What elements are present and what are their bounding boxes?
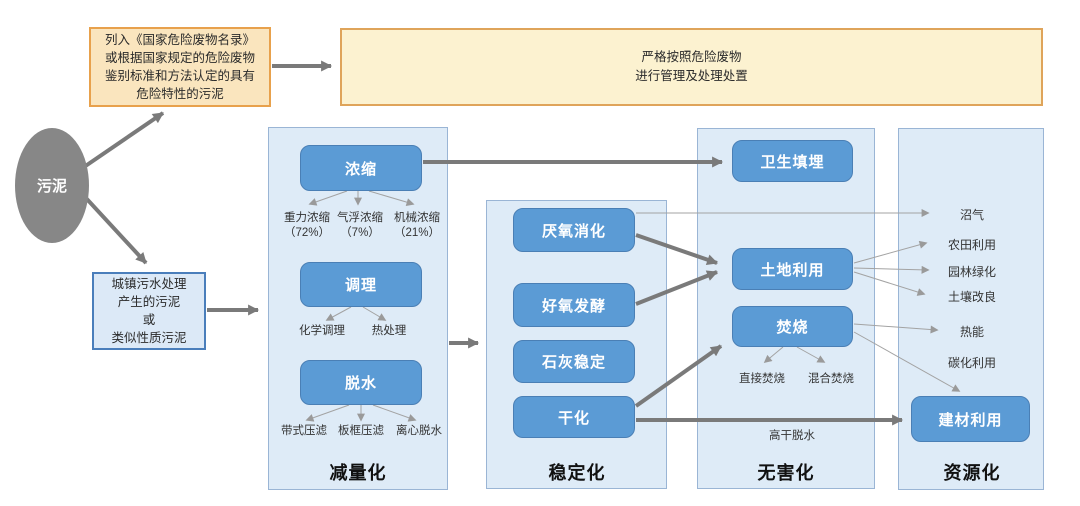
sub-mixed-incineration: 混合焚烧	[808, 373, 854, 385]
sludge-source-node: 污泥	[15, 128, 89, 243]
process-box-condition: 调理	[300, 262, 422, 307]
column-title-reduction: 减量化	[329, 463, 387, 483]
output-farmland-use: 农田利用	[947, 238, 996, 252]
sub-direct-incineration: 直接焚烧	[739, 373, 785, 385]
output-landscaping: 园林绿化	[947, 265, 996, 279]
process-box-lime-stabilization: 石灰稳定	[513, 340, 635, 383]
hazard-criteria-box: 列入《国家危险废物名录》 或根据国家规定的危险废物 鉴别标准和方法认定的具有 危…	[89, 27, 271, 107]
drying-label: 干化	[557, 409, 590, 427]
municipal-sludge-text: 城镇污水处理 产生的污泥 或 类似性质污泥	[111, 276, 187, 346]
hazard-action-box: 严格按照危险废物 进行管理及处理处置	[340, 28, 1043, 106]
concentrate-label: 浓缩	[344, 160, 377, 178]
sub-gravity-concentrate: 重力浓缩 （72%）	[283, 212, 331, 239]
incineration-label: 焚烧	[776, 319, 809, 336]
process-box-drying: 干化	[513, 396, 635, 438]
output-carbonization-use: 碳化利用	[947, 356, 996, 370]
column-title-resource: 资源化	[943, 463, 1001, 483]
sub-belt-press: 带式压滤	[281, 425, 327, 437]
aerobic-fermentation-label: 好氧发酵	[541, 297, 606, 315]
condition-label: 调理	[344, 277, 377, 294]
process-box-land-use: 土地利用	[732, 248, 853, 290]
sub-chemical-condition: 化学调理	[299, 325, 345, 337]
process-box-aerobic-fermentation: 好氧发酵	[513, 283, 635, 327]
output-biogas: 沼气	[959, 208, 984, 222]
process-box-incineration: 焚烧	[732, 306, 853, 347]
hazard-criteria-text: 列入《国家危险废物名录》 或根据国家规定的危险废物 鉴别标准和方法认定的具有 危…	[104, 32, 255, 102]
lime-stabilization-label: 石灰稳定	[541, 354, 606, 371]
process-box-sanitary-landfill: 卫生填埋	[732, 140, 853, 182]
output-soil-improvement: 土壤改良	[947, 290, 996, 304]
output-heat-energy: 热能	[959, 325, 984, 339]
process-box-anaerobic-digestion: 厌氧消化	[513, 208, 635, 252]
sludge-source-label: 污泥	[36, 178, 67, 195]
column-title-stabilization: 稳定化	[548, 463, 606, 483]
building-material-label: 建材利用	[938, 411, 1003, 429]
municipal-sludge-box: 城镇污水处理 产生的污泥 或 类似性质污泥	[92, 272, 206, 350]
process-box-concentrate: 浓缩	[300, 145, 422, 191]
anaerobic-digestion-label: 厌氧消化	[541, 222, 606, 240]
column-title-harmless: 无害化	[757, 463, 815, 483]
arrow-sludge-to-hazard	[82, 111, 165, 169]
sanitary-landfill-label: 卫生填埋	[760, 153, 825, 171]
label-high-dry-dewater: 高干脱水	[769, 430, 815, 442]
dewater-label: 脱水	[344, 375, 377, 392]
hazard-action-text: 严格按照危险废物 进行管理及处理处置	[635, 50, 748, 83]
sub-flotation-concentrate: 气浮浓缩 （7%）	[337, 212, 383, 239]
land-use-label: 土地利用	[760, 261, 825, 279]
sub-thermal-treatment: 热处理	[371, 325, 407, 337]
process-box-dewater: 脱水	[300, 360, 422, 405]
sub-centrifugal-dewater: 离心脱水	[396, 425, 442, 437]
arrow-sludge-to-municipal	[83, 195, 148, 265]
sub-mechanical-concentrate: 机械浓缩 （21%）	[393, 212, 441, 239]
process-box-building-material: 建材利用	[911, 396, 1030, 442]
sub-plate-frame-press: 板框压滤	[338, 425, 384, 437]
